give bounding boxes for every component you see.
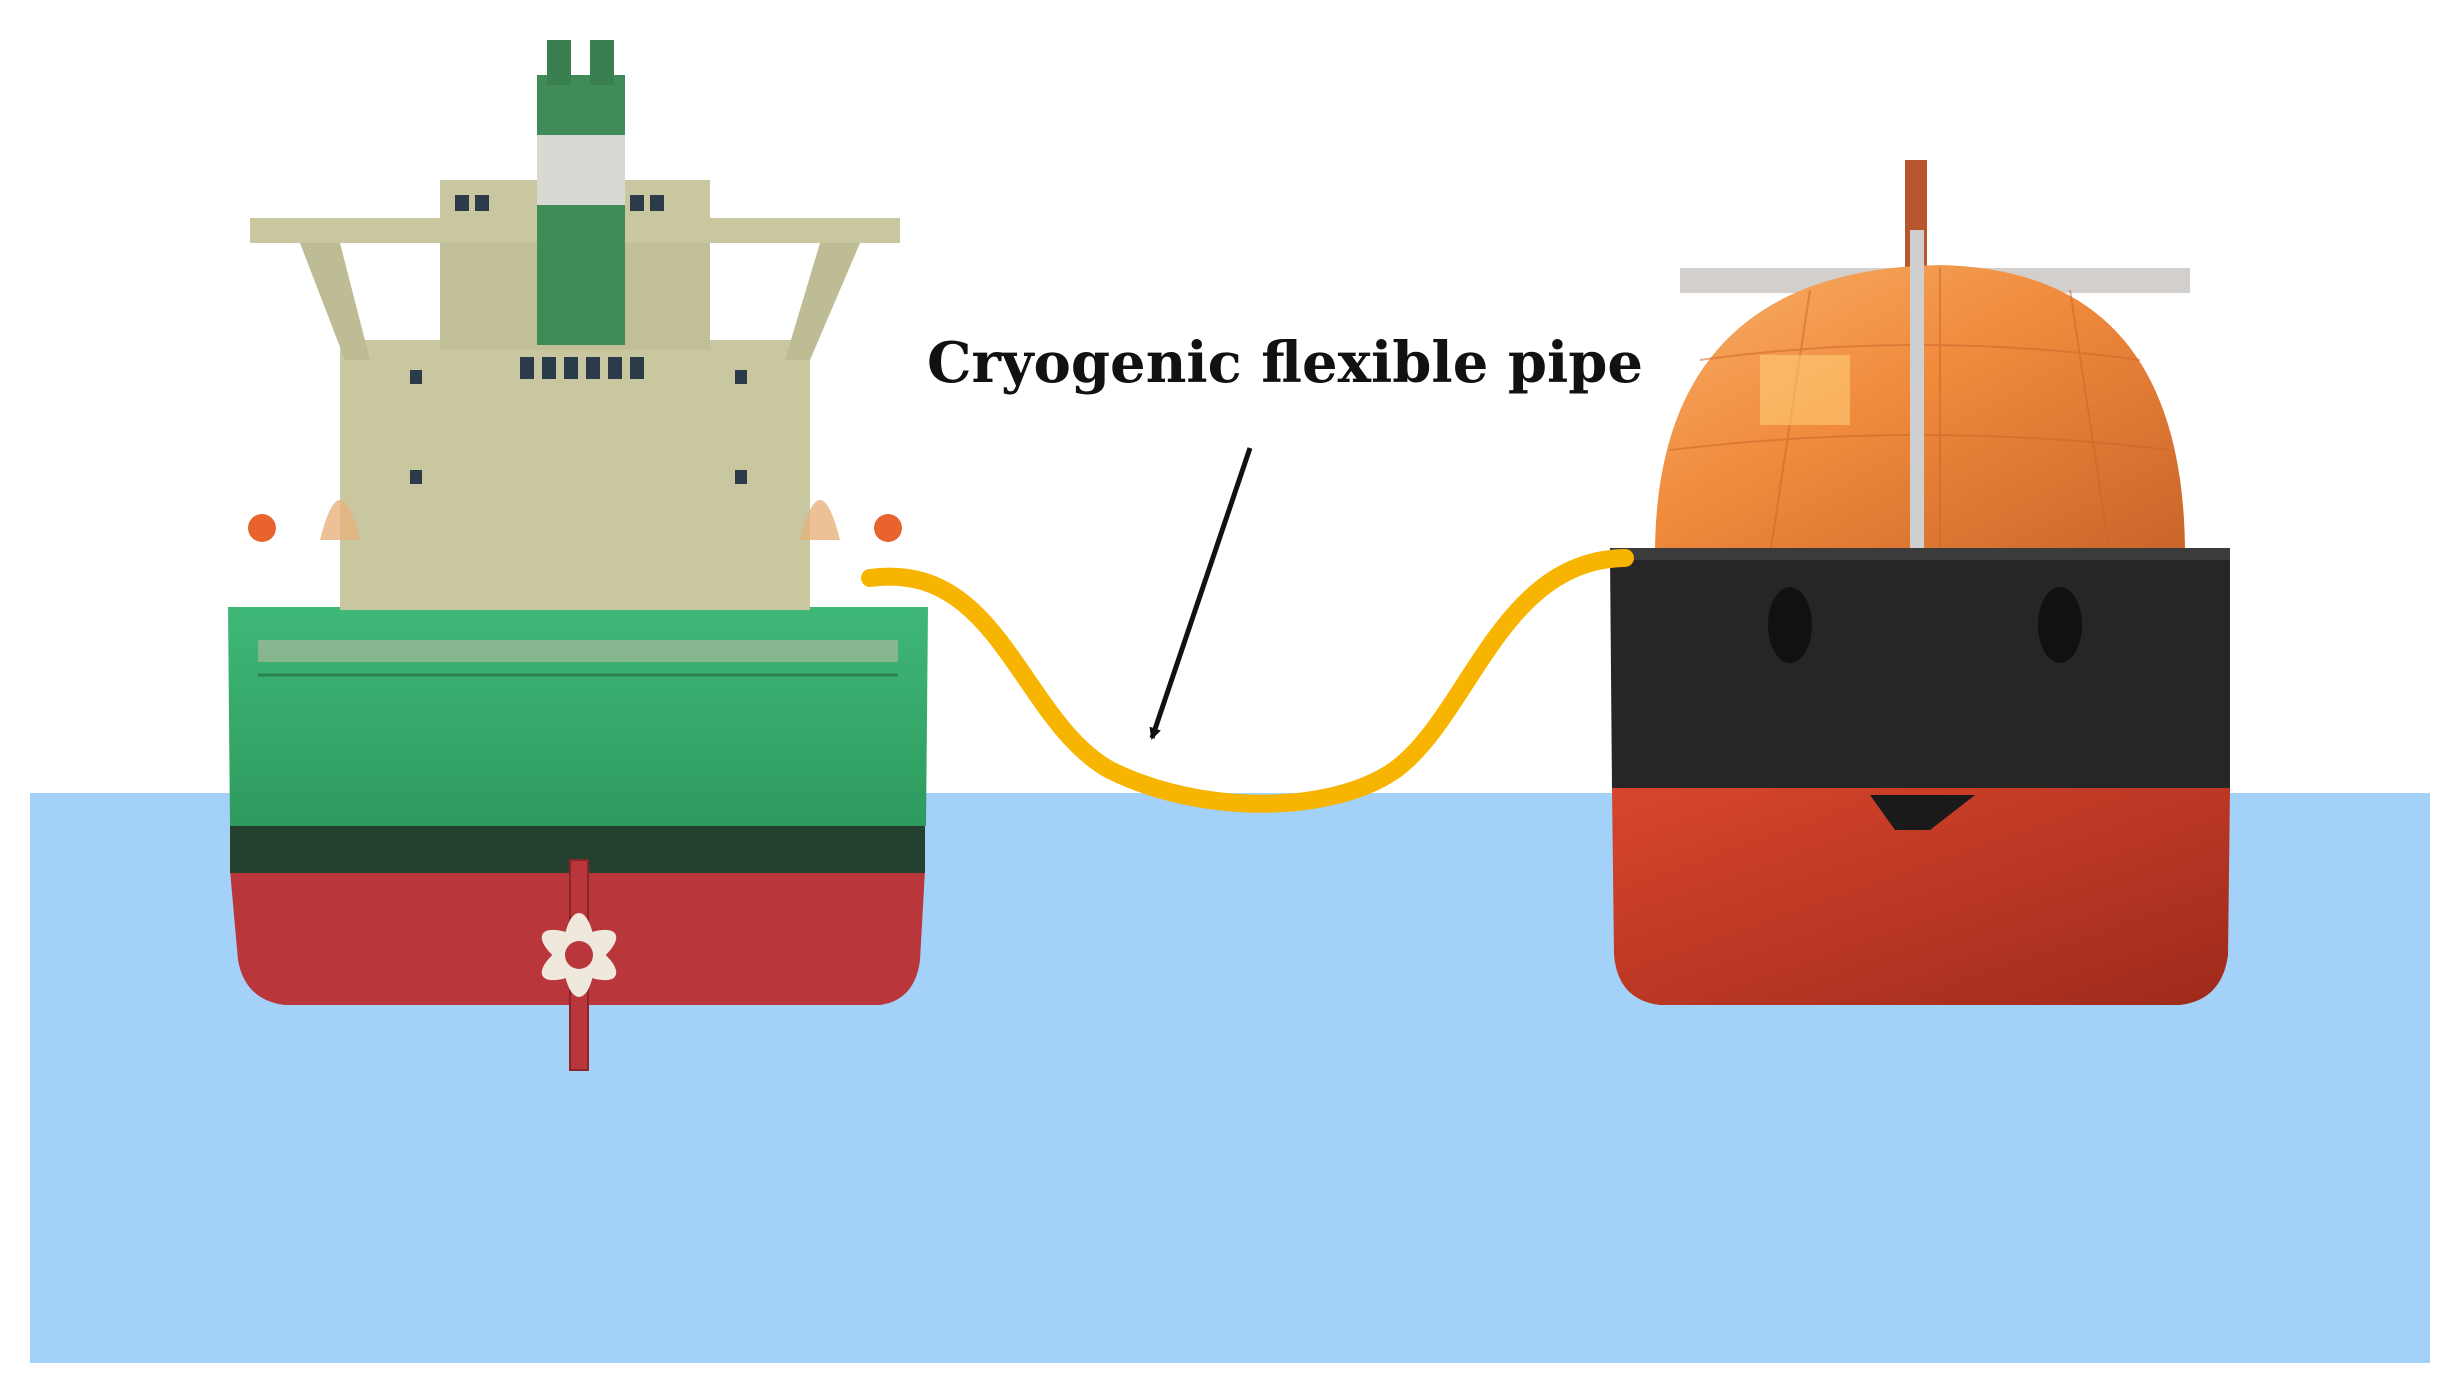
left-funnel <box>537 75 625 345</box>
right-vessel <box>1610 160 2230 1005</box>
anchor-left <box>1768 587 1812 663</box>
left-vessel <box>228 40 928 1071</box>
propeller-icon <box>541 913 617 997</box>
right-upper-hull <box>1610 555 2230 790</box>
left-upper-hull <box>228 607 928 826</box>
right-lower-hull <box>1612 788 2230 1005</box>
anchor-right <box>2038 587 2082 663</box>
pipe-arrow <box>1149 447 1253 740</box>
pipe-label: Cryogenic flexible pipe <box>927 330 1643 396</box>
cryogenic-flexible-pipe <box>861 549 1634 813</box>
